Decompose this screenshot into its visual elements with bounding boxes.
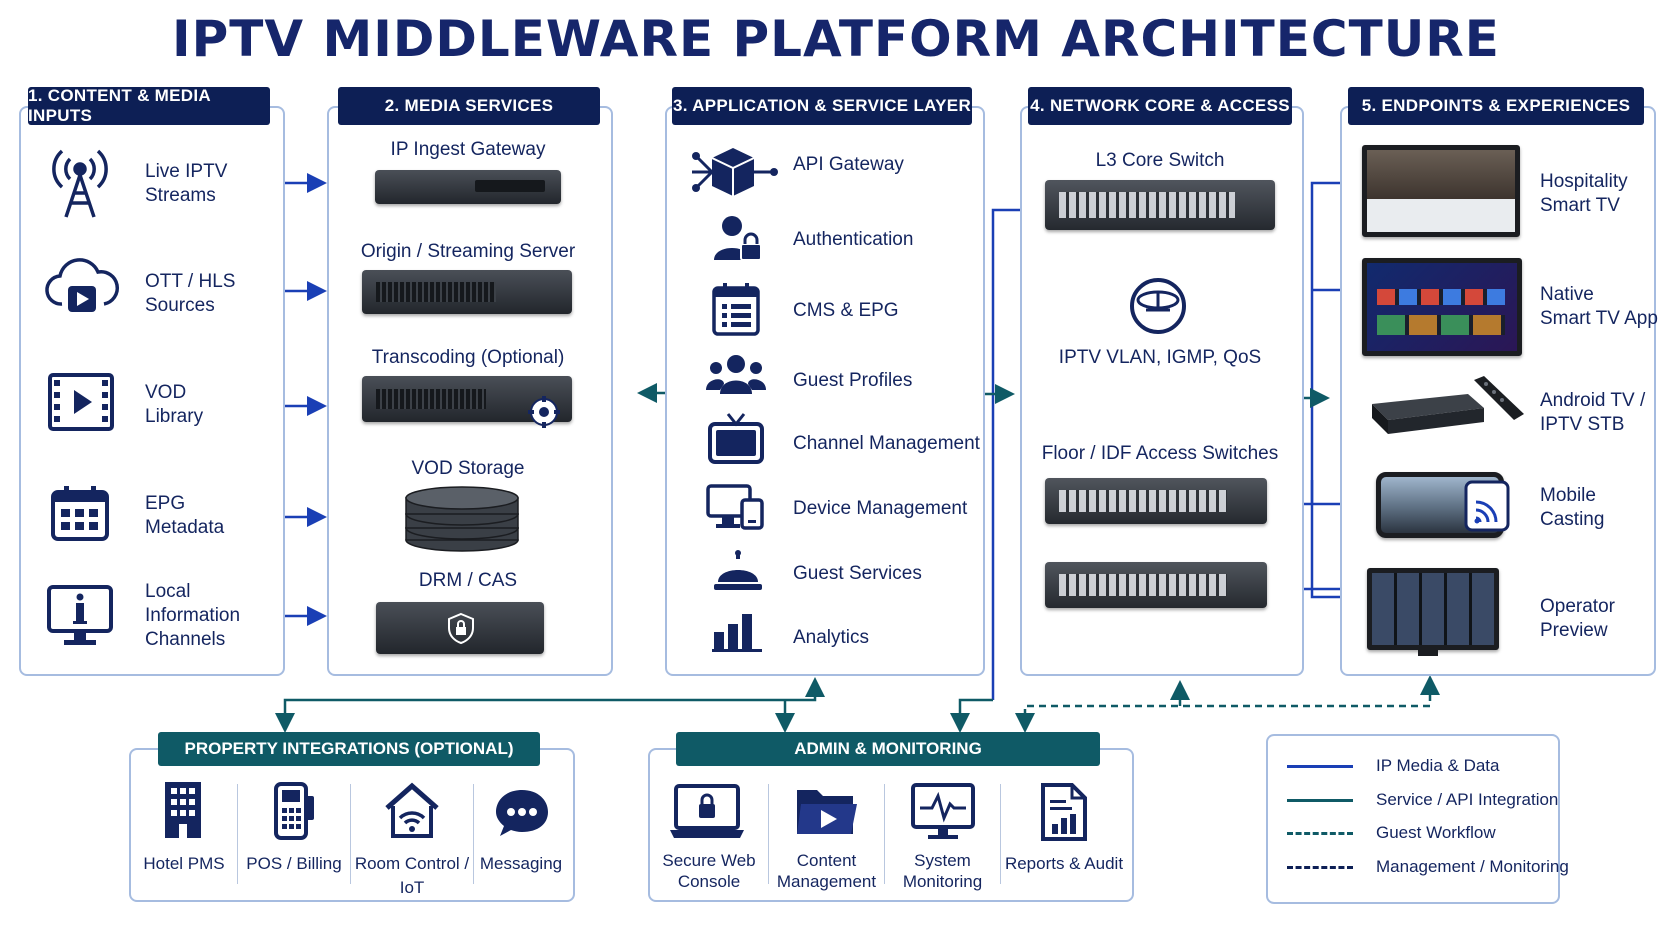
gear-icon (528, 396, 560, 428)
admin-label-web-console: Secure Web Console (662, 851, 756, 891)
app-label-device-management: Device Management (793, 498, 968, 519)
property-integrations-header: PROPERTY INTEGRATIONS (OPTIONAL) (158, 732, 540, 766)
property-divider (237, 784, 238, 884)
app-label-authentication: Authentication (793, 229, 914, 250)
endpoint-label-hospitality-tv: Hospitality Smart TV (1540, 171, 1628, 216)
pos-terminal-icon (274, 782, 314, 840)
storage-disk-icon (405, 486, 519, 552)
admin-label-system-monitoring: System Monitoring (902, 851, 983, 891)
router-icon (1130, 278, 1186, 334)
property-divider (473, 784, 474, 884)
content-label-live-iptv: Live IPTV Streams (145, 161, 228, 206)
core-switch-device (1045, 180, 1275, 230)
shield-lock-icon (448, 612, 474, 645)
devices-icon (706, 484, 764, 530)
legend-line-guest-workflow (1287, 832, 1353, 835)
bar-chart-icon (712, 614, 762, 652)
content-inputs-header: 1. CONTENT & MEDIA INPUTS (28, 86, 270, 125)
property-divider (350, 784, 351, 884)
network-label-vlan: IPTV VLAN, IGMP, QoS (1058, 347, 1262, 368)
media-label-vod-storage: VOD Storage (411, 458, 525, 479)
property-label-pos: POS / Billing (246, 854, 342, 873)
cloud-play-icon (45, 258, 120, 312)
property-label-messaging: Messaging (479, 854, 563, 873)
media-label-drm: DRM / CAS (418, 570, 518, 591)
content-label-vod: VOD Library (145, 382, 204, 427)
app-label-api: API Gateway (793, 154, 904, 175)
tv-icon (708, 413, 764, 464)
legend-line-management (1287, 866, 1353, 869)
chat-bubble-icon (496, 790, 548, 836)
admin-label-reports-audit: Reports & Audit (1004, 854, 1124, 873)
property-label-room-control: Room Control / IoT (354, 854, 470, 897)
content-inputs-panel (19, 106, 285, 676)
antenna-icon (52, 149, 108, 218)
cast-icon (1464, 480, 1510, 532)
app-label-channel-management: Channel Management (793, 433, 980, 454)
application-layer-header: 3. APPLICATION & SERVICE LAYER (672, 87, 972, 125)
smart-home-icon (385, 782, 439, 838)
network-label-core-switch: L3 Core Switch (1095, 150, 1225, 171)
api-cube-icon (692, 148, 778, 196)
hospitality-tv-image (1362, 145, 1520, 237)
origin-server-device (362, 270, 572, 314)
users-icon (706, 355, 766, 394)
set-top-box-icon (1372, 376, 1524, 434)
app-label-analytics: Analytics (793, 627, 870, 648)
laptop-lock-icon (670, 784, 744, 838)
user-lock-icon (714, 216, 762, 261)
media-services-header: 2. MEDIA SERVICES (338, 87, 600, 125)
endpoint-label-mobile-casting: Mobile Casting (1540, 485, 1605, 530)
property-integrations-panel (129, 748, 575, 902)
access-switch-device-2 (1045, 562, 1267, 608)
access-switch-device-1 (1045, 478, 1267, 524)
service-bell-icon (714, 550, 762, 590)
property-label-hotel-pms: Hotel PMS (143, 854, 225, 873)
monitor-pulse-icon (911, 783, 975, 839)
info-monitor-icon (47, 585, 113, 645)
admin-label-content-mgmt: Content Management (776, 851, 877, 891)
network-core-header: 4. NETWORK CORE & ACCESS (1028, 87, 1292, 125)
content-label-ott: OTT / HLS Sources (145, 271, 236, 316)
app-label-cms-epg: CMS & EPG (793, 300, 899, 321)
operator-preview-image (1367, 568, 1499, 650)
admin-divider (768, 784, 769, 884)
legend-label-ip-media: IP Media & Data (1376, 756, 1500, 775)
legend-label-service-api: Service / API Integration (1376, 790, 1559, 809)
network-label-access-switches: Floor / IDF Access Switches (1041, 443, 1279, 464)
media-label-transcoding: Transcoding (Optional) (371, 347, 565, 368)
app-label-guest-profiles: Guest Profiles (793, 370, 913, 391)
content-label-epg: EPG Metadata (145, 493, 225, 538)
endpoint-label-native-app: Native Smart TV App (1540, 284, 1658, 329)
monitor-stand (1418, 650, 1438, 656)
report-icon (1041, 783, 1087, 841)
admin-divider (884, 784, 885, 884)
media-label-ingest: IP Ingest Gateway (390, 139, 546, 160)
app-label-guest-services: Guest Services (793, 563, 922, 584)
legend-line-service-api (1287, 799, 1353, 802)
folder-play-icon (797, 790, 857, 834)
legend-panel (1266, 734, 1560, 904)
legend-label-guest-workflow: Guest Workflow (1376, 823, 1496, 842)
building-icon (165, 782, 201, 838)
content-label-local-info: Local Information Channels (145, 581, 241, 650)
endpoints-header: 5. ENDPOINTS & EXPERIENCES (1348, 87, 1644, 125)
legend-label-management: Management / Monitoring (1376, 857, 1569, 876)
film-icon (48, 373, 114, 431)
endpoint-label-operator-preview: Operator Preview (1540, 596, 1615, 641)
admin-divider (1000, 784, 1001, 884)
media-label-origin: Origin / Streaming Server (360, 241, 576, 262)
legend-line-ip-media (1287, 765, 1353, 768)
ingest-gateway-device (375, 170, 561, 204)
calendar-list-icon (712, 283, 760, 336)
calendar-icon (51, 486, 109, 541)
endpoint-label-android-stb: Android TV / IPTV STB (1540, 390, 1646, 435)
page-title: IPTV MIDDLEWARE PLATFORM ARCHITECTURE (172, 10, 1500, 68)
admin-monitoring-header: ADMIN & MONITORING (676, 732, 1100, 766)
native-tv-app-image (1362, 258, 1522, 356)
